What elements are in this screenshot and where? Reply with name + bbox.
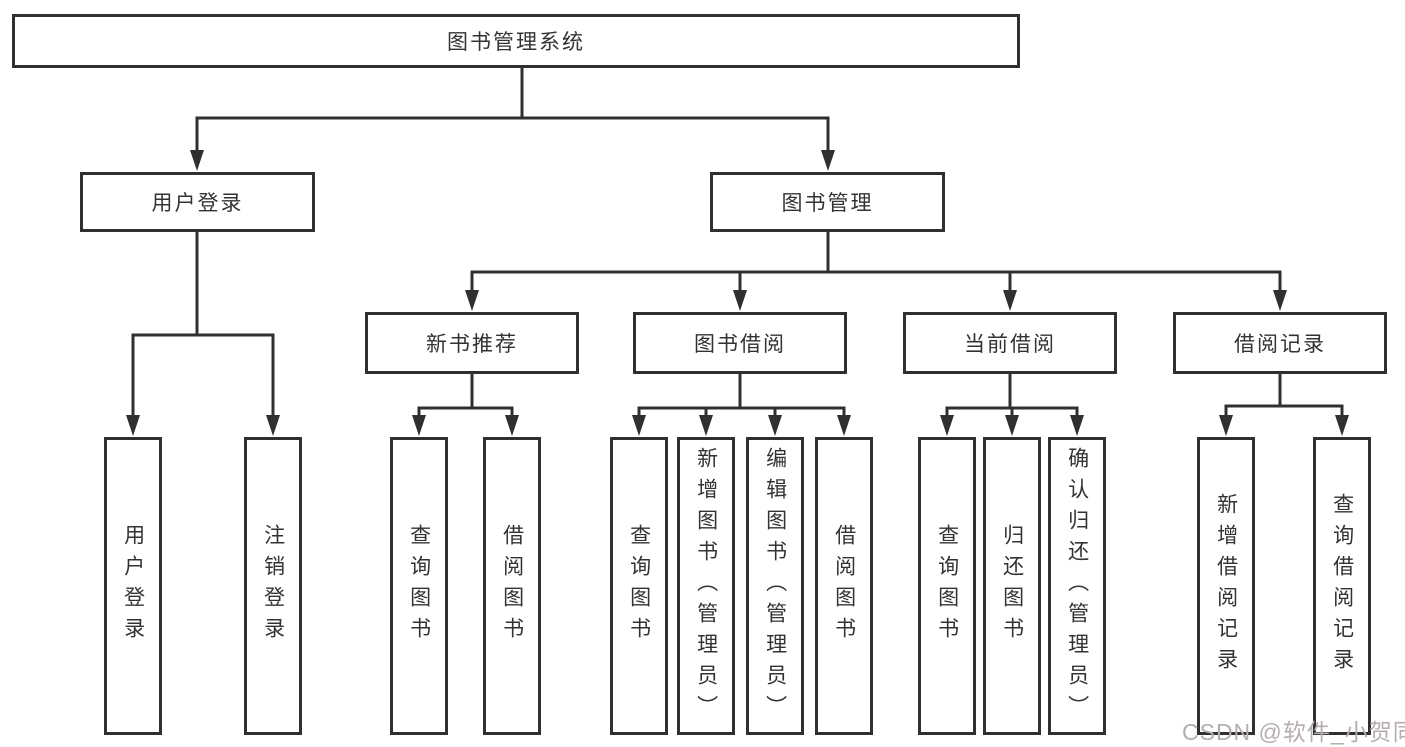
leaf-label: 用户登录 [121,524,145,648]
leaf-label: 新增借阅记录 [1214,493,1238,679]
leaf-borrow-books-borrowing: 借阅图书 [815,437,873,735]
leaf-label: 查询图书 [935,524,959,648]
arrowheads [126,150,1349,436]
leaf-label: 查询图书 [407,524,431,648]
node-label: 图书管理系统 [447,31,585,54]
leaf-label: 借阅图书 [832,524,856,648]
node-borrowing-records: 借阅记录 [1173,312,1387,374]
leaf-user-login: 用户登录 [104,437,162,735]
leaf-label: 编辑图书（管理员） [763,446,787,726]
leaf-query-books-current: 查询图书 [918,437,976,735]
leaf-label: 确认归还（管理员） [1065,446,1089,726]
node-label: 当前借阅 [964,333,1056,356]
node-label: 用户登录 [151,192,244,215]
leaf-add-books-admin: 新增图书（管理员） [677,437,735,735]
leaf-logout: 注销登录 [244,437,302,735]
leaf-label: 查询借阅记录 [1330,493,1354,679]
leaf-edit-books-admin: 编辑图书（管理员） [746,437,804,735]
node-book-borrowing: 图书借阅 [633,312,847,374]
leaf-add-borrow-record: 新增借阅记录 [1197,437,1255,735]
leaf-query-books-borrowing: 查询图书 [610,437,668,735]
node-label: 借阅记录 [1234,333,1326,356]
leaf-label: 注销登录 [261,524,285,648]
node-label: 新书推荐 [426,333,518,356]
node-label: 图书借阅 [694,333,786,356]
leaf-label: 归还图书 [1000,524,1024,648]
leaf-query-books-recommend: 查询图书 [390,437,448,735]
node-root: 图书管理系统 [12,14,1020,68]
leaf-borrow-books-recommend: 借阅图书 [483,437,541,735]
leaf-query-borrow-record: 查询借阅记录 [1313,437,1371,735]
node-book-management: 图书管理 [710,172,945,232]
leaf-label: 新增图书（管理员） [694,446,718,726]
node-new-book-recommendation: 新书推荐 [365,312,579,374]
leaf-label: 查询图书 [627,524,651,648]
node-current-borrowing: 当前借阅 [903,312,1117,374]
leaf-confirm-return-admin: 确认归还（管理员） [1048,437,1106,735]
csdn-watermark: CSDN @软件_小贺同学 [1182,719,1405,745]
leaf-return-books: 归还图书 [983,437,1041,735]
node-label: 图书管理 [781,192,874,215]
leaf-label: 借阅图书 [500,524,524,648]
node-user-login: 用户登录 [80,172,315,232]
